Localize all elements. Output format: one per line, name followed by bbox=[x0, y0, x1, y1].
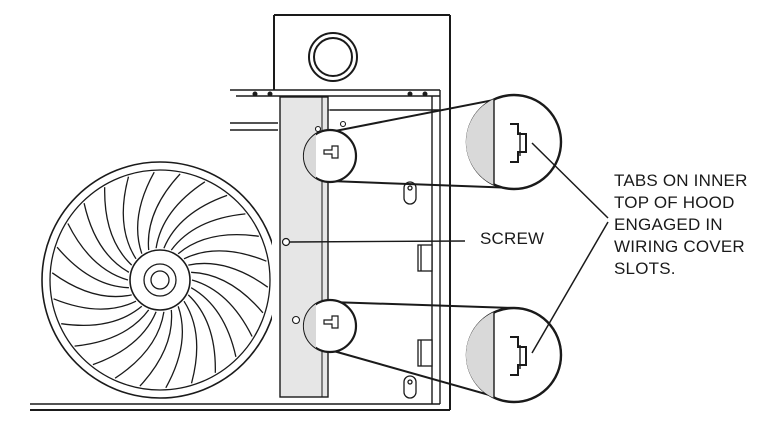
tabs-label-line: WIRING COVER bbox=[614, 237, 745, 256]
keyhole-slots bbox=[403, 181, 417, 399]
lower-tab-callout bbox=[302, 298, 563, 404]
upper-tab-callout bbox=[302, 93, 563, 191]
screw-marker bbox=[281, 237, 466, 247]
tabs-label-line: TOP OF HOOD bbox=[614, 193, 735, 212]
tabs-label-line: ENGAGED IN bbox=[614, 215, 723, 234]
side-brackets bbox=[417, 244, 433, 367]
tabs-label-line: TABS ON INNER bbox=[614, 171, 748, 190]
tabs-leader-lines bbox=[531, 142, 609, 354]
tabs-engaged-label: TABS ON INNER TOP OF HOOD ENGAGED IN WIR… bbox=[614, 170, 748, 280]
blower-wheel bbox=[41, 161, 272, 399]
tabs-label-line: SLOTS. bbox=[614, 259, 676, 278]
screw-label: SCREW bbox=[480, 229, 545, 248]
panel-small-holes bbox=[291, 120, 347, 325]
hood-frame bbox=[30, 14, 451, 411]
duct-collar bbox=[308, 32, 358, 82]
